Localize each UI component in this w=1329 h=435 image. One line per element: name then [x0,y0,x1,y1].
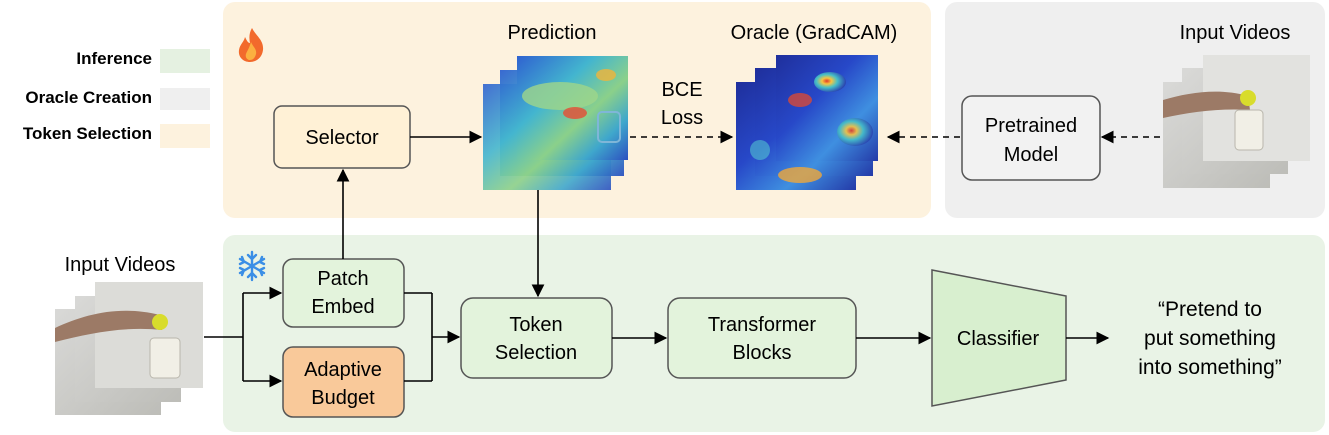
patch-embed-box: Patch Embed [282,258,405,328]
loss-label-line1: BCE [661,79,702,101]
snowflake-icon [238,250,266,282]
output-caption-line2: put something [1144,327,1276,350]
pretrained-label-line1: Pretrained [985,115,1077,137]
oracle-title: Oracle (GradCAM) [731,22,898,44]
legend-oracle-swatch [160,88,210,110]
transformer-line2: Blocks [733,342,792,364]
oracle-heatmaps [736,55,878,190]
adaptive-budget-line1: Adaptive [304,359,382,381]
bottom-input-video-frames [55,282,203,415]
top-input-videos-title: Input Videos [1180,22,1291,44]
token-selection-line1: Token [509,314,562,336]
legend-inference-label: Inference [76,49,152,68]
token-selection-line2: Selection [495,342,577,364]
legend-oracle-label: Oracle Creation [25,88,152,107]
patch-embed-line1: Patch [317,268,368,290]
output-caption-line1: “Pretend to [1158,298,1262,321]
legend-token-selection-swatch [160,124,210,148]
prediction-title: Prediction [508,22,597,44]
loss-label-line2: Loss [661,107,703,129]
legend: Inference Oracle Creation Token Selectio… [23,49,210,148]
token-selection-box: Token Selection [460,297,613,379]
prediction-heatmaps [483,56,628,190]
classifier-label: Classifier [957,328,1040,350]
fire-icon [238,28,264,62]
top-input-video-frames [1163,55,1310,188]
output-caption-line3: into something” [1138,356,1282,379]
classifier-box: Classifier [931,269,1067,407]
pretrained-label-line2: Model [1004,144,1058,166]
transformer-blocks-box: Transformer Blocks [667,297,857,379]
legend-inference-swatch [160,49,210,73]
selector-box: Selector [273,105,411,169]
legend-token-selection-label: Token Selection [23,124,152,143]
adaptive-budget-box: Adaptive Budget [282,346,405,418]
selector-label: Selector [305,127,379,149]
adaptive-budget-line2: Budget [311,387,375,409]
bottom-input-videos-title: Input Videos [65,254,176,276]
transformer-line1: Transformer [708,314,817,336]
pretrained-model-box: Pretrained Model [961,95,1101,181]
patch-embed-line2: Embed [311,296,374,318]
